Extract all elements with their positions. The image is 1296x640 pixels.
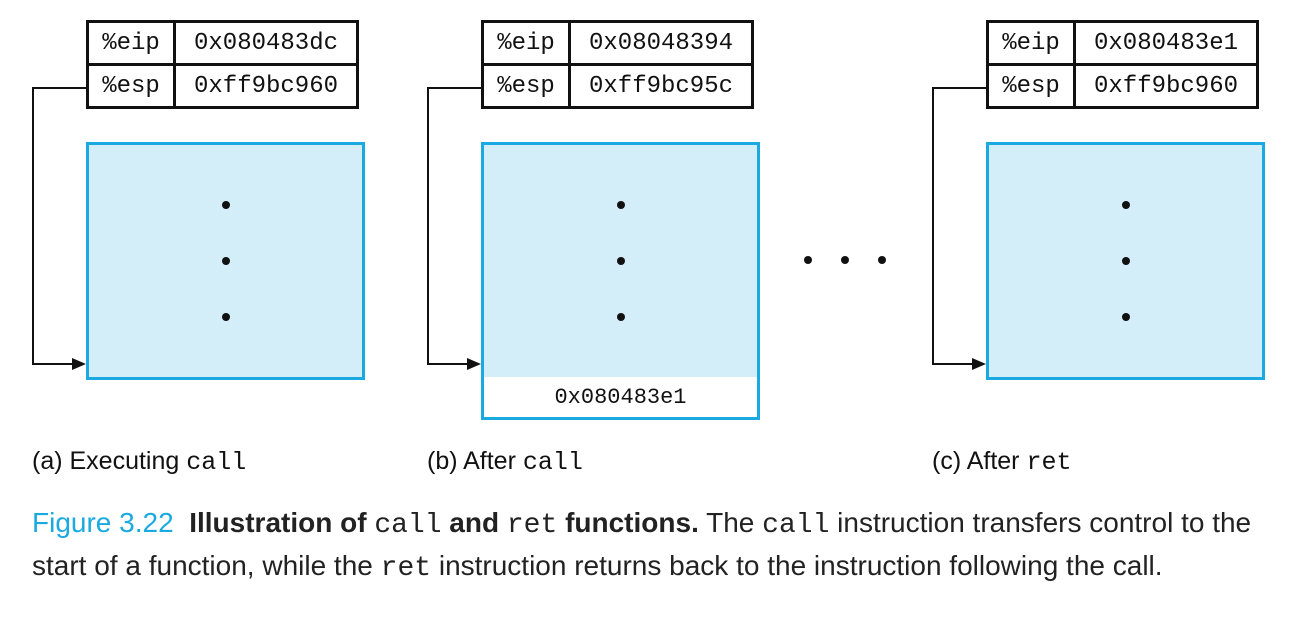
ellipsis-dot: [878, 256, 886, 264]
caption-code: ret: [1026, 448, 1072, 477]
eip-label: %eip: [484, 23, 571, 63]
stack-frame: [86, 142, 365, 380]
esp-value: 0xff9bc960: [1093, 72, 1239, 100]
eip-value: 0x080483dc: [193, 29, 339, 57]
title-text: Illustration of: [189, 507, 375, 538]
title-text: functions.: [557, 507, 699, 538]
caption-code: ret: [380, 553, 432, 584]
register-table: %eip 0x080483dc %esp 0xff9bc960: [86, 20, 359, 109]
panel-b: %eip 0x08048394 %esp 0xff9bc95c 0x080483…: [395, 0, 795, 480]
caption-prefix: (b) After: [427, 447, 523, 475]
caption-prefix: (a) Executing: [32, 447, 187, 475]
title-code: ret: [506, 510, 558, 541]
eip-row: %eip 0x080483dc: [89, 23, 356, 63]
ellipsis-dot: [221, 257, 230, 265]
esp-value: 0xff9bc95c: [588, 72, 734, 100]
register-table: %eip 0x080483e1 %esp 0xff9bc960: [986, 20, 1259, 109]
ellipsis-dot: [1121, 313, 1130, 321]
ellipsis-dot: [616, 257, 625, 265]
caption-code: call: [762, 510, 830, 541]
eip-row: %eip 0x080483e1: [989, 23, 1256, 63]
esp-label: %esp: [89, 66, 176, 106]
esp-pointer-arrow: [32, 87, 88, 370]
ellipsis-dot: [616, 201, 625, 209]
esp-pointer-arrow: [427, 87, 483, 370]
caption-text: instruction returns back to the instruct…: [431, 550, 1163, 581]
title-code: call: [374, 510, 442, 541]
register-table: %eip 0x08048394 %esp 0xff9bc95c: [481, 20, 754, 109]
ellipsis-dot: [1121, 201, 1130, 209]
eip-row: %eip 0x08048394: [484, 23, 751, 63]
ellipsis-dot: [616, 313, 625, 321]
caption-code: call: [186, 448, 247, 477]
eip-value: 0x080483e1: [1093, 29, 1239, 57]
esp-label: %esp: [484, 66, 571, 106]
ellipsis-dot: [841, 256, 849, 264]
title-text: and: [441, 507, 507, 538]
caption-text: instruction transfers control to the sta…: [32, 507, 1252, 581]
ellipsis-dot: [804, 256, 812, 264]
ellipsis-dot: [1121, 257, 1130, 265]
stack-frame: [986, 142, 1265, 380]
panel-c: %eip 0x080483e1 %esp 0xff9bc960 (c) Afte…: [900, 0, 1296, 480]
ellipsis-dot: [221, 201, 230, 209]
esp-label: %esp: [989, 66, 1076, 106]
esp-row: %esp 0xff9bc960: [989, 63, 1256, 106]
ellipsis-dot: [221, 313, 230, 321]
panel-caption: (b) After call: [427, 447, 583, 477]
esp-pointer-arrow: [932, 87, 988, 370]
eip-value: 0x08048394: [588, 29, 734, 57]
figure-number: Figure 3.22: [32, 507, 174, 538]
panel-caption: (a) Executing call: [32, 447, 246, 477]
figure-caption: Figure 3.22 Illustration of call and ret…: [32, 503, 1277, 589]
caption-code: call: [522, 448, 583, 477]
esp-value: 0xff9bc960: [193, 72, 339, 100]
panel-a: %eip 0x080483dc %esp 0xff9bc960 (a) Exec…: [0, 0, 400, 480]
caption-text: The: [698, 507, 763, 538]
stack-frame: [481, 142, 760, 380]
caption-prefix: (c) After: [932, 447, 1027, 475]
eip-label: %eip: [989, 23, 1076, 63]
panel-caption: (c) After ret: [932, 447, 1071, 477]
eip-label: %eip: [89, 23, 176, 63]
esp-row: %esp 0xff9bc95c: [484, 63, 751, 106]
esp-row: %esp 0xff9bc960: [89, 63, 356, 106]
figure-title: Illustration of call and ret functions.: [189, 507, 699, 541]
return-address-slot: 0x080483e1: [481, 377, 760, 420]
